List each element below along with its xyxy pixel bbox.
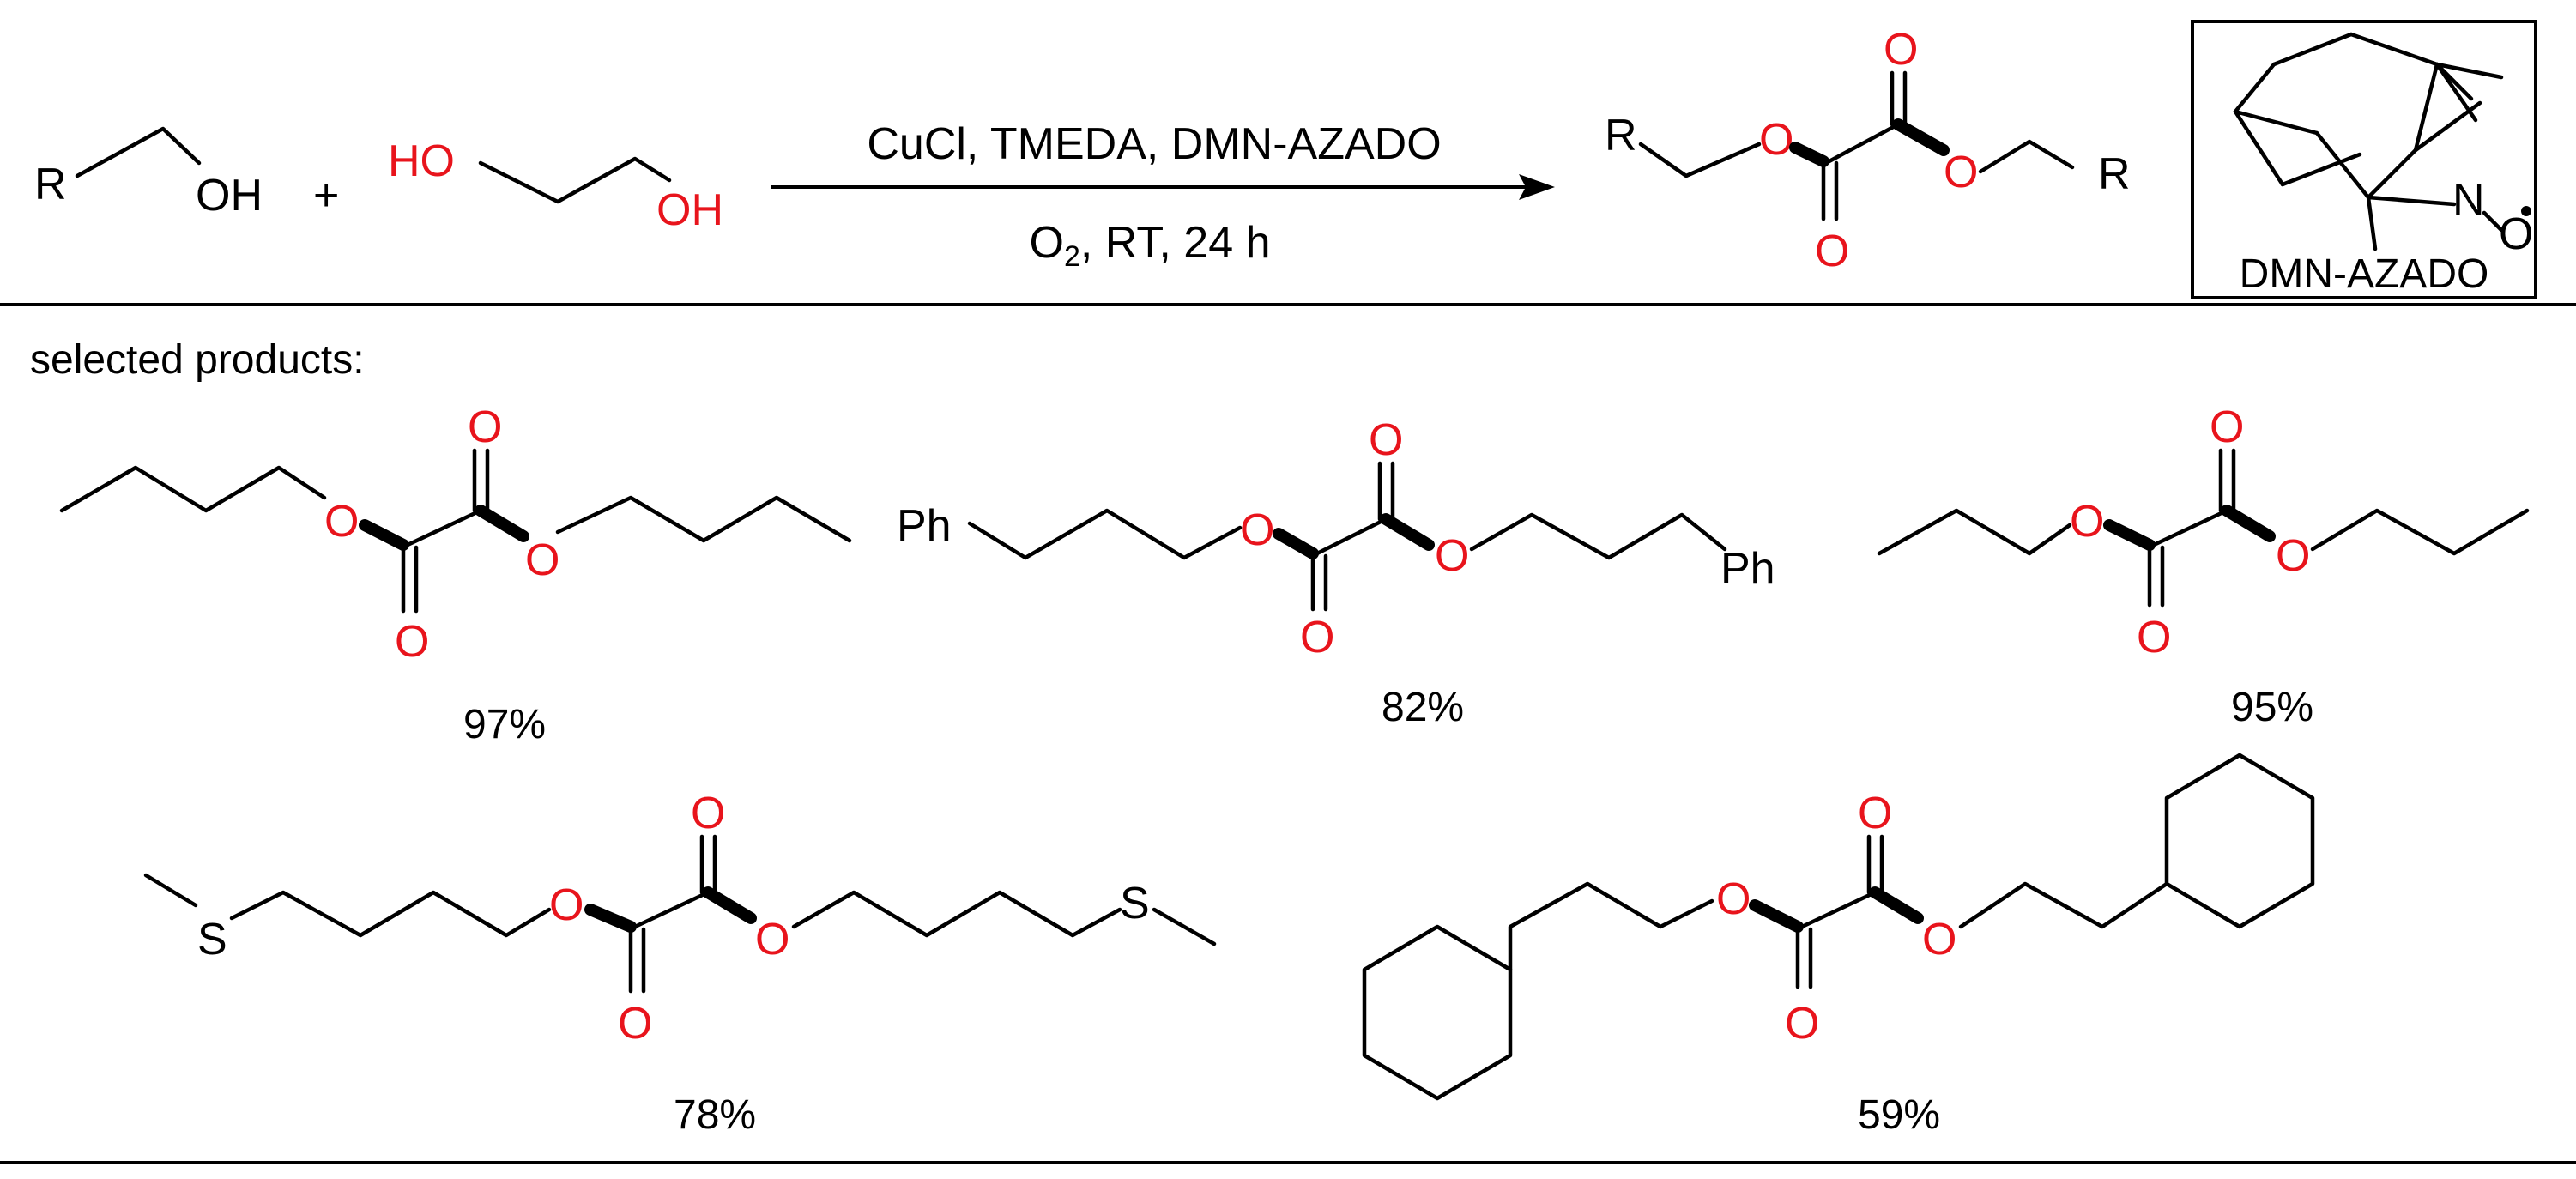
phenyl-right: Ph [1720, 544, 1775, 594]
carbonyl-oxygen-bottom: O [618, 999, 652, 1049]
carbonyl-oxygen-top: O [1369, 415, 1403, 465]
catalyst-label: DMN-AZADO [2240, 251, 2489, 297]
ester-oxygen-right: O [1435, 531, 1469, 581]
ester-oxygen-left: O [2070, 497, 2104, 547]
section-heading: selected products: [30, 337, 365, 383]
yield-label: 95% [2231, 685, 2313, 730]
product-bis-cyclohexylethyl-oxalate: O O O O 59% [1362, 753, 2315, 1138]
ester-oxygen-left: O [1759, 115, 1793, 165]
ester-oxygen-right: O [525, 535, 559, 585]
glycol-hydroxyl-1: HO [388, 136, 455, 186]
nitroxyl-n: N [2452, 175, 2485, 225]
sulfur-right: S [1120, 879, 1150, 928]
carbonyl-oxygen-bottom: O [395, 617, 429, 667]
yield-label: 82% [1382, 685, 1464, 730]
yield-label: 78% [674, 1092, 756, 1138]
phenyl-left: Ph [897, 501, 952, 551]
carbonyl-oxygen-top: O [468, 402, 502, 452]
conditions-bottom: O2, RT, 24 h [1030, 218, 1271, 273]
carbonyl-oxygen-top: O [691, 789, 725, 838]
sulfur-left: S [197, 915, 227, 964]
yield-label: 59% [1858, 1092, 1940, 1138]
ester-oxygen-right: O [2276, 531, 2310, 581]
product-r-right: R [2098, 149, 2131, 199]
ester-oxygen-right: O [755, 915, 789, 964]
hydroxyl-label: OH [196, 171, 263, 221]
yield-label: 97% [463, 702, 546, 747]
product-bis-methylthiobutyl-oxalate: S O O O O S 78% [143, 789, 1217, 1138]
product-dialkyl-oxalate: R O O O O R [1605, 25, 2131, 276]
glycol-hydroxyl-2: OH [656, 185, 723, 235]
reactant-ethylene-glycol: HO OH [388, 136, 723, 235]
carbonyl-oxygen-top: O [2210, 402, 2244, 452]
catalyst-box: N O DMN-AZADO [2191, 20, 2537, 299]
carbonyl-oxygen-bottom: O [1815, 227, 1849, 276]
carbonyl-oxygen-bottom: O [2137, 613, 2171, 662]
ester-oxygen-left: O [1240, 505, 1274, 555]
nitroxyl-o: O [2499, 209, 2533, 259]
conditions-top: CuCl, TMEDA, DMN-AZADO [867, 119, 1441, 169]
ester-oxygen-right: O [1922, 915, 1956, 964]
dmn-azado-structure: N O [2233, 32, 2533, 259]
ester-oxygen-left: O [324, 497, 359, 547]
ester-oxygen-left: O [549, 880, 584, 930]
reaction-arrow [771, 174, 1555, 200]
product-dipropyl-oxalate: O O O O 95% [1877, 402, 2530, 730]
carbonyl-oxygen-top: O [1884, 25, 1918, 75]
ester-oxygen-left: O [1716, 874, 1751, 924]
plus-sign: + [313, 171, 339, 221]
carbonyl-oxygen-top: O [1858, 789, 1892, 838]
ester-oxygen-right: O [1944, 148, 1978, 197]
reactant-alcohol: R OH [34, 126, 263, 221]
r-group-label: R [34, 160, 67, 209]
product-r-left: R [1605, 111, 1637, 160]
product-dibutyl-oxalate: O O O O 97% [59, 402, 852, 747]
product-bis-phenylpropyl-oxalate: Ph O O O O Ph 82% [897, 415, 1775, 730]
carbonyl-oxygen-bottom: O [1300, 613, 1334, 662]
carbonyl-oxygen-bottom: O [1785, 999, 1819, 1049]
